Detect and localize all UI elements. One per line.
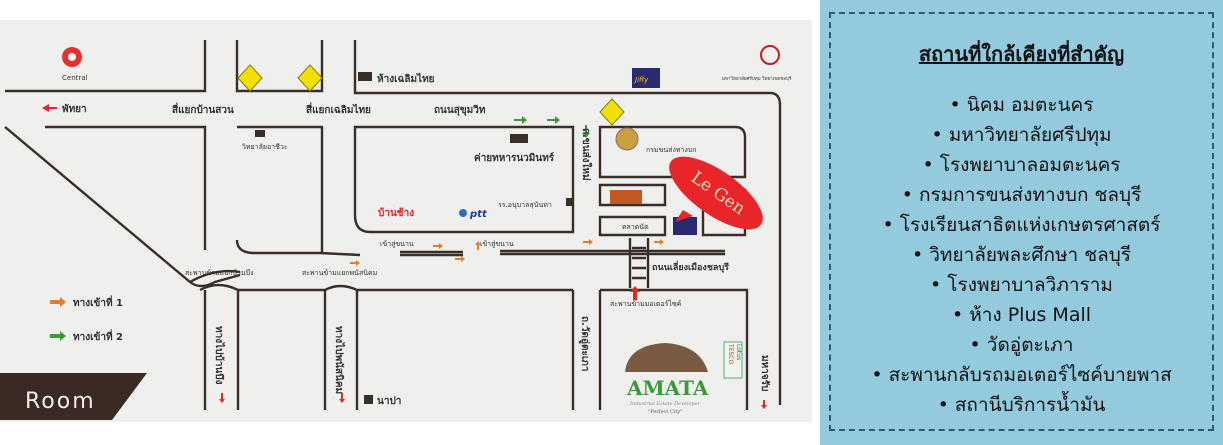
map-label: Central: [62, 74, 88, 82]
transport-dept-seal: [615, 127, 639, 151]
map-label: ค่ายทหารนวมินทร์: [474, 152, 555, 164]
green-arrows: [514, 116, 590, 138]
map-label: มหาจรับ: [759, 355, 771, 391]
dashed-frame: สถานที่ใกล้เคียงที่สำคัญ นิคม อมตะนคร มห…: [829, 12, 1214, 431]
red-arrow-left-icon: [42, 104, 57, 112]
map-label: กรมขนส่งทางบก: [646, 146, 697, 154]
map-label: มหาวิทยาลัยศรีปทุม วิทยาเขตชลบุรี: [722, 76, 792, 82]
map-label: สะพานข้ามมอเตอร์ไซค์: [610, 299, 682, 308]
map-label: นาปา: [377, 395, 401, 407]
map-label: สี่แยกบ้านสวน: [172, 102, 234, 116]
map-label: ถ.วัดอู่ตะเภา: [578, 316, 591, 371]
map-label: ทางไปบ้านบึง: [213, 326, 226, 385]
map-label: ทางไปพนัสนิคม: [333, 326, 346, 394]
map-label: ห้างเฉลิมไทย: [377, 72, 435, 85]
map-label: สะพานข้ามแยกบ้านบึง: [185, 268, 254, 277]
orange-arrows: [350, 239, 664, 266]
amata-logo: AMATA Industrial Estate Developer "Perfe…: [625, 343, 709, 415]
list-item: วัดอู่ตะเภา: [831, 330, 1212, 360]
map-label: ถนนสุขุมวิท: [434, 104, 486, 116]
central-logo: Central: [62, 47, 88, 82]
list-item: โรงพยาบาลอมตะนคร: [831, 150, 1212, 180]
tesco-lotus-logo: TESCO Lotus: [723, 341, 743, 379]
list-item: ห้าง Plus Mall: [831, 300, 1212, 330]
traffic-light-icon: [237, 64, 625, 126]
legend: ทางเข้าที่ 1 ทางเข้าที่ 2: [50, 295, 123, 343]
map-label: Industrial Estate Developer: [629, 401, 701, 407]
map-label: Lotus: [735, 344, 742, 360]
list-item: กรมการขนส่งทางบก ชลบุรี: [831, 180, 1212, 210]
room-banner: Room: [0, 373, 147, 420]
list-item: สถานีบริการน้ำมัน: [831, 390, 1212, 420]
map-label: Room: [25, 389, 96, 414]
map-label: ตลาดนัด: [622, 223, 649, 231]
map-label: สี่แยกเฉลิมไทย: [306, 102, 371, 116]
map-label: ถ.ขนส่งใหม่: [580, 128, 593, 181]
map-label: AMATA: [626, 376, 709, 400]
list-item: โรงพยาบาลวิภาราม: [831, 270, 1212, 300]
map-label: เข้าสู่ขนาน: [380, 240, 414, 248]
panel-title: สถานที่ใกล้เคียงที่สำคัญ: [918, 42, 1125, 66]
map-label: พัทยา: [62, 103, 87, 115]
location-map: Central Jiffy มหาวิทยาลัยศรีปทุม วิทยาเข…: [0, 20, 812, 422]
list-item: วิทยาลัยพละศึกษา ชลบุรี: [831, 240, 1212, 270]
map-label: ทางเข้าที่ 2: [73, 329, 123, 343]
jiffy-logo: Jiffy: [632, 68, 697, 235]
map-label: ทางเข้าที่ 1: [73, 295, 123, 309]
sripatum-logo: มหาวิทยาลัยศรีปทุม วิทยาเขตชลบุรี: [722, 45, 792, 82]
nearby-places-panel: สถานที่ใกล้เคียงที่สำคัญ นิคม อมตะนคร มห…: [820, 0, 1223, 445]
map-label: เข้าสู่ขนาน: [480, 240, 514, 248]
list-item: มหาวิทยาลัยศรีปทุม: [831, 120, 1212, 150]
map-label: วิทยาลัยอาชีวะ: [242, 143, 288, 151]
map-label: ptt: [469, 209, 488, 220]
map-label: ถนนเลี่ยงเมืองชลบุรี: [652, 260, 729, 273]
list-item: นิคม อมตะนคร: [831, 90, 1212, 120]
list-item: โรงเรียนสาธิตแห่งเกษตรศาสตร์: [831, 210, 1212, 240]
map-label: สะพานข้ามแยกพนัสนิคม: [302, 269, 377, 277]
map-label: Jiffy: [633, 76, 649, 84]
map-label: "Perfect City": [648, 409, 683, 415]
map-label: บ้านช้าง: [378, 207, 414, 219]
places-list: นิคม อมตะนคร มหาวิทยาลัยศรีปทุม โรงพยาบา…: [831, 90, 1212, 420]
map-label: TESCO: [727, 343, 734, 364]
map-label: รร.อนุบาลสุนันทา: [498, 201, 552, 209]
list-item: สะพานกลับรถมอเตอร์ไซค์บายพาส: [831, 360, 1212, 390]
